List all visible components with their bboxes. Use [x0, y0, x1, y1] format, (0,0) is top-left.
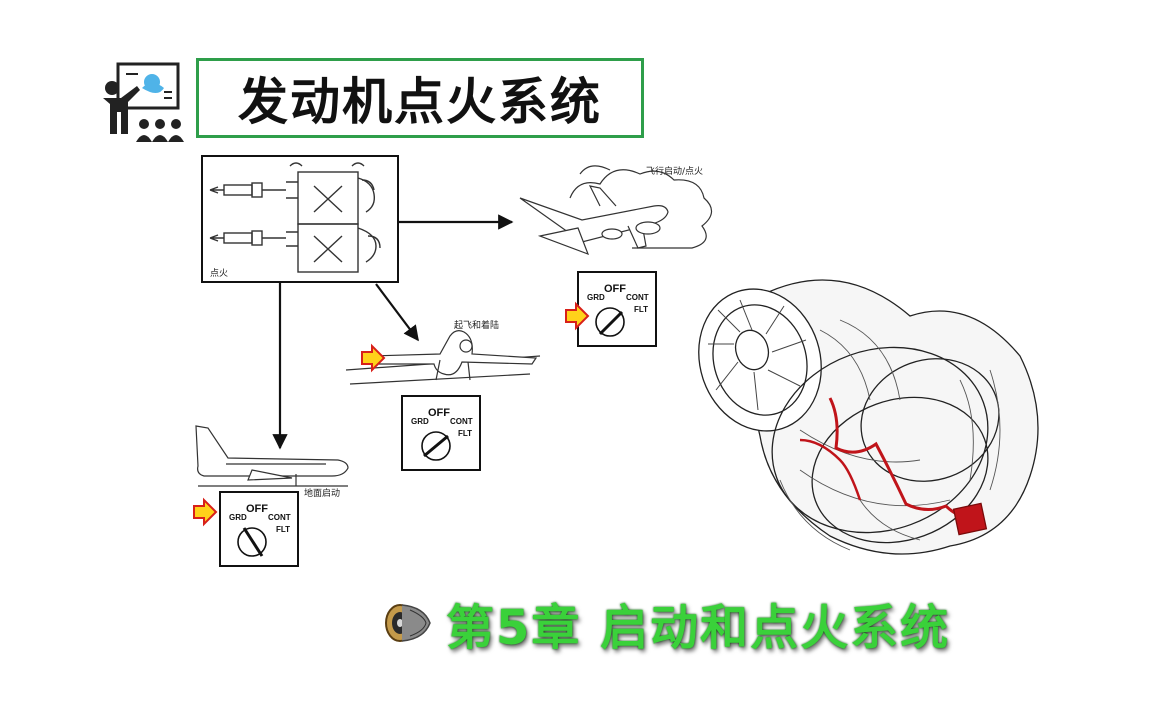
switch-grd-flt-label: FLT — [276, 525, 290, 534]
ground-airplane-illustration: 地面启动 — [195, 425, 349, 499]
ground-label: 地面启动 — [304, 487, 340, 499]
page-title: 发动机点火系统 — [238, 73, 602, 131]
switch-cont-grd-label: GRD — [411, 417, 429, 426]
switch-cont-flt-label: FLT — [458, 429, 472, 438]
ignition-harness — [828, 397, 967, 518]
ignition-exciter-panel: 点火 — [201, 155, 399, 283]
ignition-exciter-red — [952, 502, 988, 536]
takeoff-airplane-illustration: 起飞和着陆 — [345, 319, 541, 385]
switch-cont-off-label: OFF — [428, 407, 450, 419]
engine-cutaway-illustration — [698, 279, 1039, 555]
chapter-title-row: 第5章 启动和点火系统 — [380, 588, 950, 658]
flight-label: 飞行启动/点火 — [646, 165, 703, 177]
switch-flt-flt-label: FLT — [634, 305, 648, 314]
flow-arrows — [272, 214, 514, 450]
ignition-switch-grd: GRD OFF CONT FLT — [193, 491, 299, 567]
exciter-unit — [286, 162, 381, 273]
ignition-switch-flt: GRD OFF CONT FLT — [565, 271, 657, 347]
title-box: 发动机点火系统 — [196, 58, 644, 138]
chapter-title: 第5章 启动和点火系统 — [446, 600, 951, 656]
switch-flt-cont-label: CONT — [626, 293, 649, 302]
switch-flt-grd-label: GRD — [587, 293, 605, 302]
takeoff-label: 起飞和着陆 — [454, 319, 499, 331]
switch-grd-grd-label: GRD — [229, 513, 247, 522]
arrow-to-takeoff — [375, 283, 419, 342]
pointer-arrow-icon — [361, 343, 386, 373]
switch-flt-off-label: OFF — [604, 283, 626, 295]
switch-grd-off-label: OFF — [246, 503, 268, 515]
switch-cont-cont-label: CONT — [450, 417, 473, 426]
teacher-presentation-icon — [103, 62, 184, 142]
igniter-plug-upper — [209, 182, 286, 198]
switch-grd-cont-label: CONT — [268, 513, 291, 522]
pointer-arrow-icon — [565, 301, 590, 331]
flight-airplane-illustration: 飞行启动/点火 — [519, 165, 713, 256]
ignition-label: 点火 — [210, 268, 228, 279]
pointer-arrow-icon — [193, 497, 218, 527]
ignition-switch-cont: GRD OFF CONT FLT — [401, 395, 481, 471]
engine-icon — [385, 604, 431, 642]
igniter-plug-lower — [209, 230, 286, 246]
